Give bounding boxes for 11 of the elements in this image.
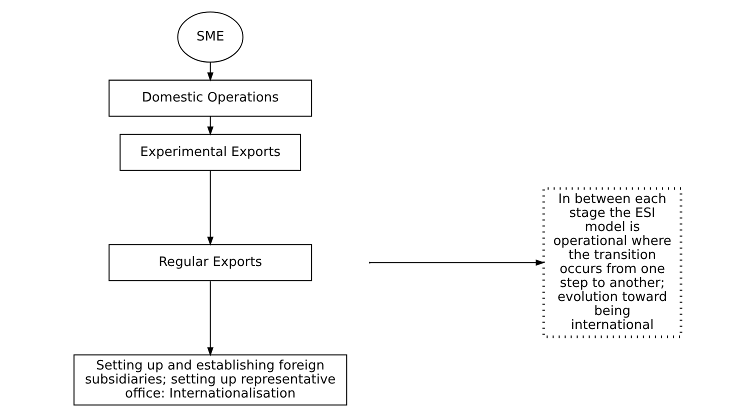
arrow	[206, 280, 213, 356]
arrow	[206, 170, 213, 246]
node-box: Domestic Operations	[108, 80, 312, 117]
node-box: In between each stage the ESI model is operational where the transition occurs from one step to another; evolution toward being international	[542, 187, 682, 338]
node-box: Experimental Exports	[119, 134, 301, 171]
arrow	[206, 116, 213, 136]
node-ellipse: SME	[176, 12, 243, 63]
node-box: Regular Exports	[108, 244, 312, 282]
node-box: Setting up and establishing foreign subsidiaries; setting up representative office: Internationalisation	[73, 354, 347, 406]
arrow	[369, 259, 544, 266]
arrow	[206, 62, 213, 82]
